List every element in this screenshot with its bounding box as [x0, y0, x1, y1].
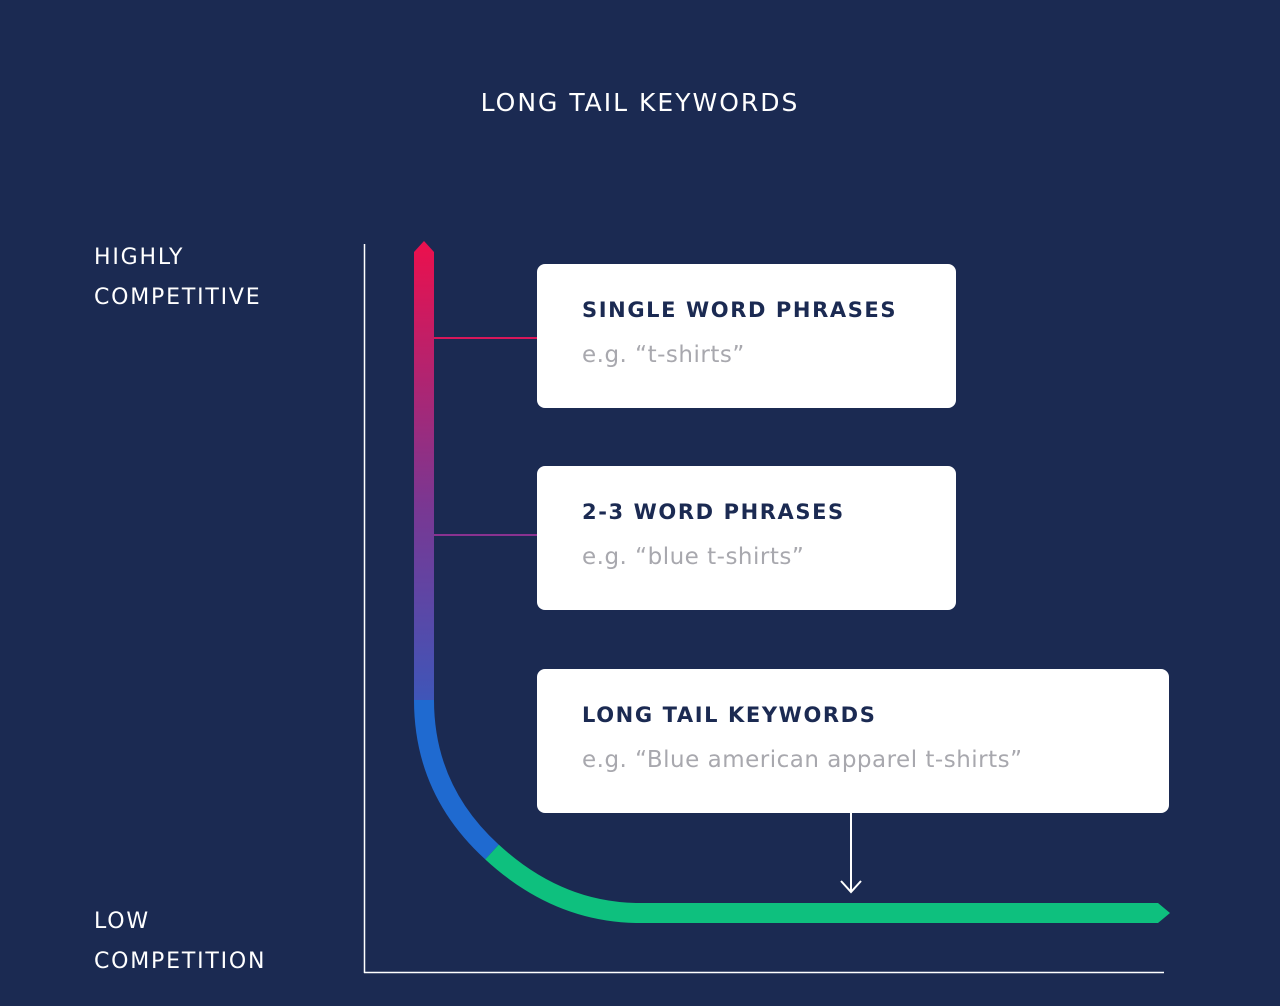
- card-title: SINGLE WORD PHRASES: [582, 298, 898, 322]
- card-title: LONG TAIL KEYWORDS: [582, 703, 877, 727]
- card-example: e.g. “t-shirts”: [582, 342, 745, 368]
- card-long-tail-keywords: LONG TAIL KEYWORDS e.g. “Blue american a…: [537, 669, 1169, 813]
- curve-tail-green-segment: [485, 844, 1158, 923]
- y-axis-top-label-line-1: HIGHLY: [94, 245, 185, 270]
- card-title: 2-3 WORD PHRASES: [582, 500, 845, 524]
- curve-bend-blue-segment: [414, 699, 499, 860]
- y-axis-bottom-label: LOW COMPETITION: [94, 902, 266, 982]
- card-example: e.g. “Blue american apparel t-shirts”: [582, 747, 1023, 773]
- curve-top-tip: [414, 241, 434, 252]
- y-axis-top-label-line-2: COMPETITIVE: [94, 285, 262, 310]
- y-axis-bottom-label-line-1: LOW: [94, 909, 150, 934]
- y-axis-top-label: HIGHLY COMPETITIVE: [94, 238, 261, 318]
- curve-right-tip: [1158, 903, 1170, 923]
- diagram-title: LONG TAIL KEYWORDS: [480, 88, 800, 117]
- pointer-arrow-head: [840, 880, 862, 894]
- card-2-3-word-phrases: 2-3 WORD PHRASES e.g. “blue t-shirts”: [537, 466, 956, 610]
- card-single-word-phrases: SINGLE WORD PHRASES e.g. “t-shirts”: [537, 264, 956, 408]
- card-example: e.g. “blue t-shirts”: [582, 544, 805, 570]
- y-axis-bottom-label-line-2: COMPETITION: [94, 949, 267, 974]
